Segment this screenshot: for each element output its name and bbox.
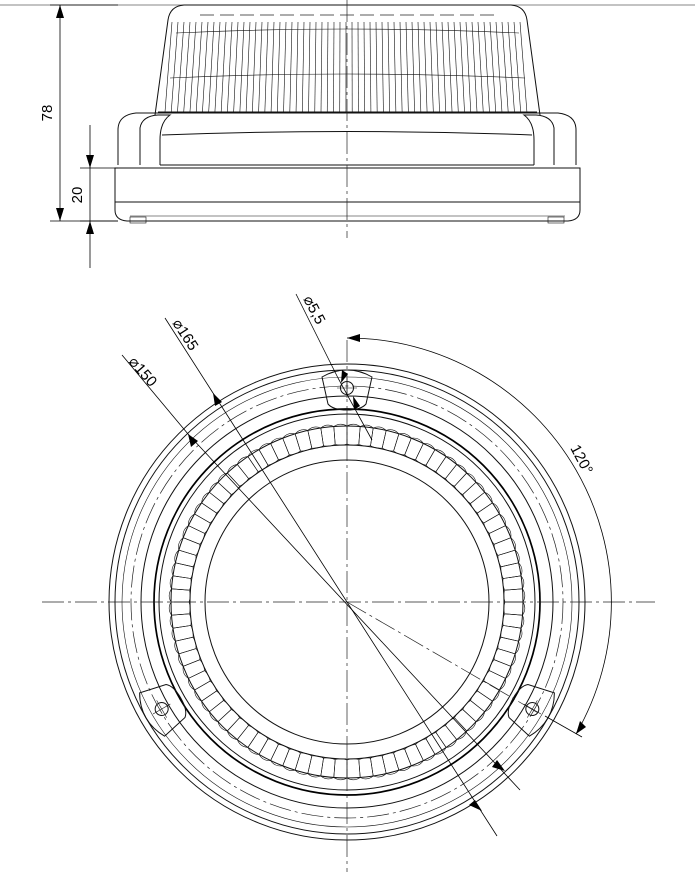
led-segment — [320, 424, 336, 447]
lens-rib — [519, 21, 528, 113]
lens-rib — [220, 21, 227, 113]
lens-rib — [202, 21, 209, 113]
lens-rib — [393, 21, 397, 113]
lens-band-top — [175, 28, 520, 34]
lens-rib — [471, 21, 478, 113]
led-segment — [168, 601, 191, 616]
lens-rib — [381, 21, 384, 113]
lens-rib — [399, 21, 403, 113]
led-segment — [182, 659, 205, 679]
total-height-label: 78 — [39, 105, 56, 122]
lens-rib — [326, 21, 329, 113]
lens-rib — [264, 21, 269, 113]
lug-axis-120 — [346, 601, 541, 715]
lens-rib — [489, 21, 497, 113]
lens-rib — [417, 21, 422, 113]
lens-rib — [369, 21, 372, 113]
lens-rib — [252, 21, 257, 113]
lens-ribs — [164, 21, 528, 113]
lens-rib — [483, 21, 490, 113]
led-segment — [333, 423, 348, 446]
base-foot-right — [547, 216, 565, 224]
lens-rib — [170, 21, 179, 113]
led-segment — [270, 437, 290, 460]
lens-rib — [164, 21, 173, 113]
lens-rib — [513, 21, 521, 113]
housing-curve — [161, 131, 533, 136]
lens-rib — [459, 21, 465, 113]
mounting-lug-left — [139, 684, 187, 737]
lens-rib — [270, 21, 275, 113]
led-segment — [503, 601, 526, 616]
led-segment — [346, 758, 361, 781]
outer-diameter-label: ⌀165 — [169, 316, 202, 354]
side-view: 78 20 — [0, 0, 695, 268]
lens-rib — [429, 21, 434, 113]
lens-rib — [308, 21, 311, 113]
lens-rib — [495, 21, 503, 113]
lens-rib — [423, 21, 428, 113]
lens-rib — [295, 21, 299, 113]
mounting-lug-right — [507, 684, 555, 737]
lens-rib — [258, 21, 263, 113]
lens-rib — [405, 21, 409, 113]
lens-rib — [387, 21, 390, 113]
lens-rib — [289, 21, 293, 113]
dimension-base-height: 20 — [69, 125, 118, 268]
lens-rib — [283, 21, 287, 113]
lens-rib — [363, 21, 365, 113]
led-segment — [503, 588, 526, 603]
lens-rib — [277, 21, 281, 113]
lens-rib — [195, 21, 203, 113]
lens-rib — [441, 21, 447, 113]
lens-rib — [208, 21, 215, 113]
top-view: ⌀150 ⌀165 ⌀5,5 120° — [42, 293, 655, 872]
lens-rib — [333, 21, 335, 113]
base-foot-left — [129, 216, 147, 224]
housing-shoulder-right — [522, 114, 555, 165]
lens-rib — [227, 21, 233, 113]
led-segment — [358, 757, 374, 780]
lens-rib — [177, 21, 185, 113]
base-outline — [114, 167, 581, 222]
dimension-hole-angle: 120° — [346, 334, 612, 738]
hole-angle-label: 120° — [566, 442, 596, 477]
lens-rib — [233, 21, 239, 113]
lens-rib — [375, 21, 378, 113]
lens-rib — [465, 21, 472, 113]
led-segment — [169, 613, 192, 629]
lens-rib — [447, 21, 453, 113]
lens-rib — [189, 21, 197, 113]
lens-rib — [239, 21, 245, 113]
lens-rib — [477, 21, 484, 113]
lens-rib — [453, 21, 459, 113]
lens-rib — [507, 21, 515, 113]
lens-rib — [314, 21, 317, 113]
base-height-label: 20 — [69, 187, 86, 204]
lens-dome-outline — [154, 4, 541, 116]
lens-rib — [245, 21, 251, 113]
lens-rib — [501, 21, 509, 113]
lens-rib — [214, 21, 221, 113]
led-segment — [168, 588, 191, 603]
lens-rib — [435, 21, 440, 113]
lens-rib — [320, 21, 323, 113]
housing-shoulder-left — [139, 114, 172, 165]
lens-rib — [411, 21, 415, 113]
led-segment — [333, 758, 348, 781]
led-segment — [502, 575, 525, 591]
lens-rib — [183, 21, 191, 113]
mount-diameter-label: ⌀150 — [125, 353, 160, 390]
lens-rib — [301, 21, 305, 113]
led-segment — [489, 525, 512, 545]
led-segment — [346, 423, 361, 446]
led-segment — [404, 744, 424, 767]
